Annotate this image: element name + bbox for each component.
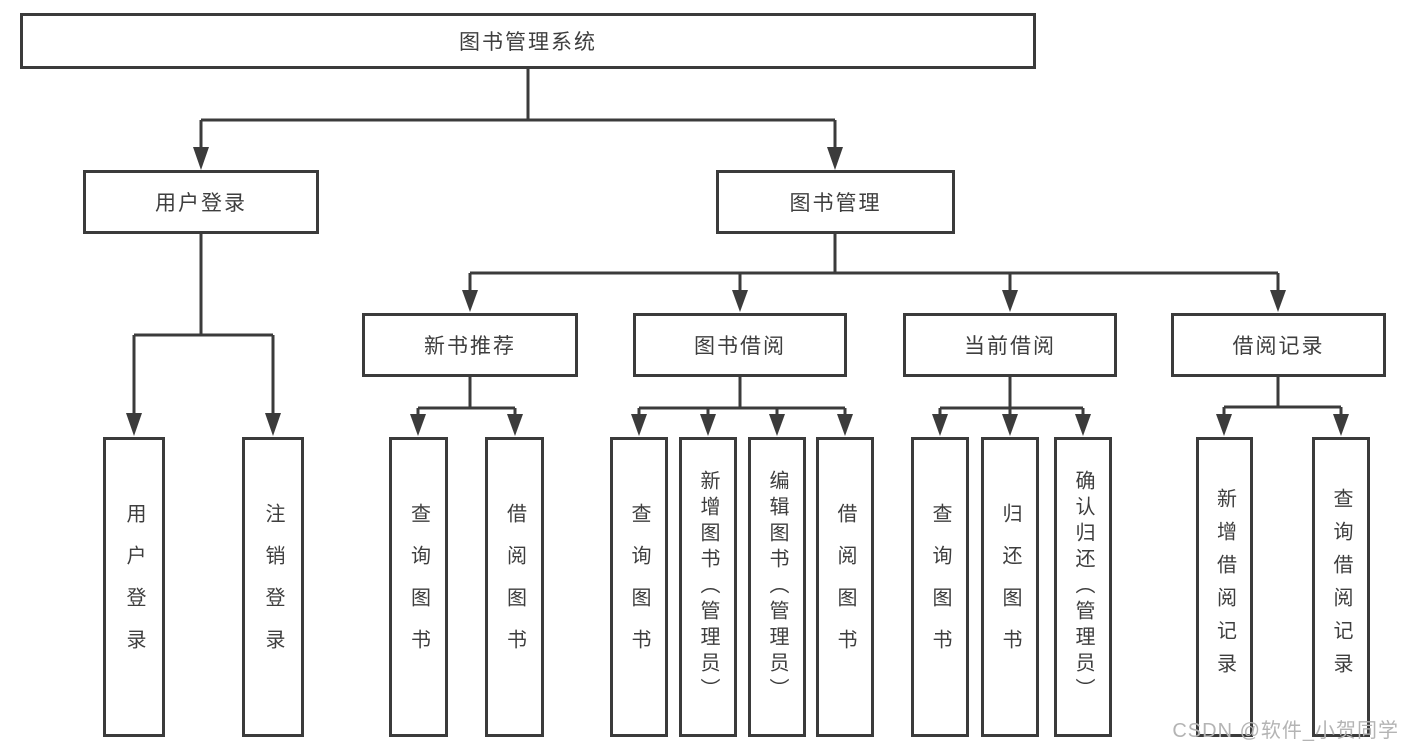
node-label: 编辑图书（管理员） xyxy=(766,470,788,704)
node-add-borrow-record: 新增借阅记录 xyxy=(1196,437,1253,737)
node-label: 新增借阅记录 xyxy=(1213,488,1236,686)
node-edit-book-admin: 编辑图书（管理员） xyxy=(748,437,806,737)
node-label: 查询借阅记录 xyxy=(1330,488,1352,686)
node-label: 查询图书 xyxy=(628,503,650,671)
node-new-book-recommendation: 新书推荐 xyxy=(362,313,578,377)
node-query-borrow-record: 查询借阅记录 xyxy=(1312,437,1370,737)
node-user-login-leaf: 用户登录 xyxy=(103,437,165,737)
node-current-borrowing: 当前借阅 xyxy=(903,313,1117,377)
node-label: 借阅图书 xyxy=(834,503,856,671)
node-borrow-books-recommend: 借阅图书 xyxy=(485,437,544,737)
node-query-books-recommend: 查询图书 xyxy=(389,437,448,737)
node-book-management: 图书管理 xyxy=(716,170,955,234)
node-logout: 注销登录 xyxy=(242,437,304,737)
node-confirm-return-admin: 确认归还（管理员） xyxy=(1054,437,1112,737)
node-label: 查询图书 xyxy=(929,503,951,671)
node-label: 归还图书 xyxy=(999,503,1021,671)
node-borrow-books: 借阅图书 xyxy=(816,437,874,737)
node-label: 借阅图书 xyxy=(503,503,526,671)
node-return-books: 归还图书 xyxy=(981,437,1039,737)
node-user-login: 用户登录 xyxy=(83,170,319,234)
csdn-watermark: CSDN @软件_小贺同学 xyxy=(1172,720,1399,742)
node-query-books-current: 查询图书 xyxy=(911,437,969,737)
node-label: 注销登录 xyxy=(262,503,284,671)
node-add-book-admin: 新增图书（管理员） xyxy=(679,437,737,737)
node-label: 查询图书 xyxy=(407,503,430,671)
node-label: 新增图书（管理员） xyxy=(697,470,719,704)
node-query-books-borrowing: 查询图书 xyxy=(610,437,668,737)
node-label: 用户登录 xyxy=(123,503,145,671)
node-borrowing-records: 借阅记录 xyxy=(1171,313,1386,377)
node-book-borrowing: 图书借阅 xyxy=(633,313,847,377)
node-label: 确认归还（管理员） xyxy=(1072,470,1094,704)
node-library-system: 图书管理系统 xyxy=(20,13,1036,69)
